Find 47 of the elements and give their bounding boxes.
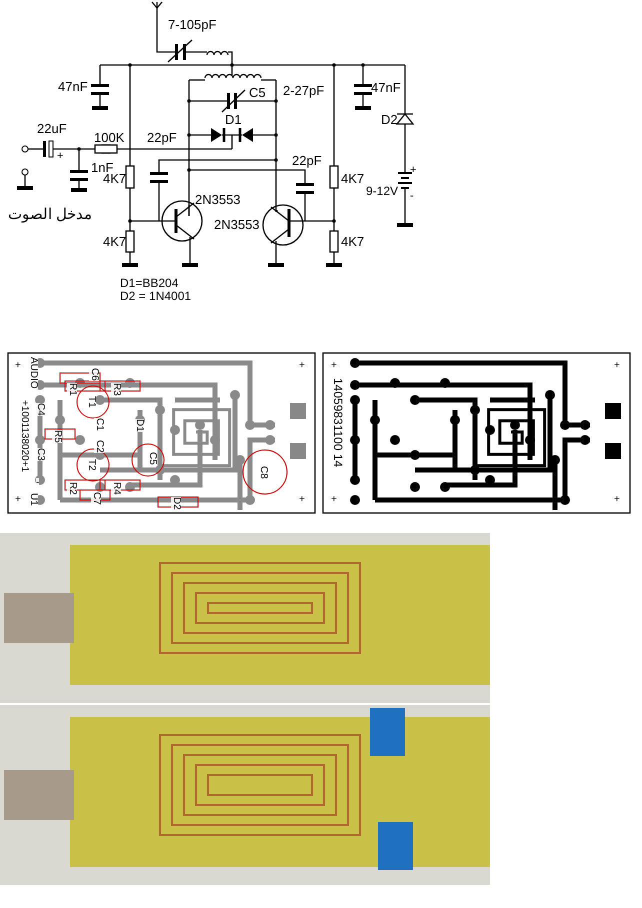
- part-label: 2N3553: [214, 218, 260, 231]
- value-label: 4K7: [103, 235, 126, 248]
- component-label: T2: [86, 459, 96, 471]
- value-label: 22pF: [147, 131, 177, 144]
- value-label: 7-105pF: [168, 18, 216, 31]
- component-label: D1: [225, 113, 242, 126]
- value-label: 9-12V: [366, 185, 398, 197]
- value-label: 4K7: [341, 172, 364, 185]
- component-label: D1: [134, 419, 144, 432]
- component-label: C7: [91, 492, 101, 505]
- component-label: C4: [35, 403, 45, 416]
- component-label: R1: [67, 383, 77, 396]
- input-label: مدخل الصوت: [8, 207, 92, 222]
- value-label: 47nF: [58, 80, 88, 93]
- component-label: C5: [249, 86, 266, 99]
- component-label: R5: [52, 430, 62, 443]
- board-label: +1001138020+1: [19, 400, 29, 472]
- polarity-mark: +: [57, 151, 64, 162]
- value-label: 47nF: [371, 81, 401, 94]
- polarity-mark: -: [410, 191, 414, 202]
- value-label: 100K: [94, 131, 124, 144]
- component-label: C2: [94, 440, 104, 453]
- polarity-mark: +: [410, 165, 416, 176]
- value-label: 4K7: [341, 235, 364, 248]
- board-label: U1: [28, 493, 38, 506]
- component-label: T1: [86, 396, 96, 408]
- note: D1=BB204: [120, 277, 178, 289]
- component-label: R3: [111, 383, 121, 396]
- component-label: C8: [258, 466, 268, 479]
- value-label: 1nF: [91, 161, 114, 174]
- component-label: D2: [381, 113, 398, 126]
- board-label: AUDIO: [28, 357, 38, 389]
- value-label: 22uF: [37, 122, 67, 135]
- component-label: C6: [89, 368, 99, 381]
- polarity-mark: -: [36, 478, 40, 488]
- component-label: R2: [67, 482, 77, 495]
- board-label: 14059831100 14: [332, 378, 344, 468]
- component-label: D2: [171, 497, 181, 510]
- value-label: 22pF: [292, 154, 322, 167]
- component-label: C5: [147, 452, 157, 465]
- value-label: 4K7: [103, 172, 126, 185]
- part-label: 2N3553: [195, 193, 241, 206]
- note: D2 = 1N4001: [120, 290, 192, 302]
- component-label: R4: [111, 482, 121, 495]
- component-label: C1: [94, 418, 104, 431]
- component-label: C3: [35, 448, 45, 461]
- value-label: 2-27pF: [283, 84, 324, 97]
